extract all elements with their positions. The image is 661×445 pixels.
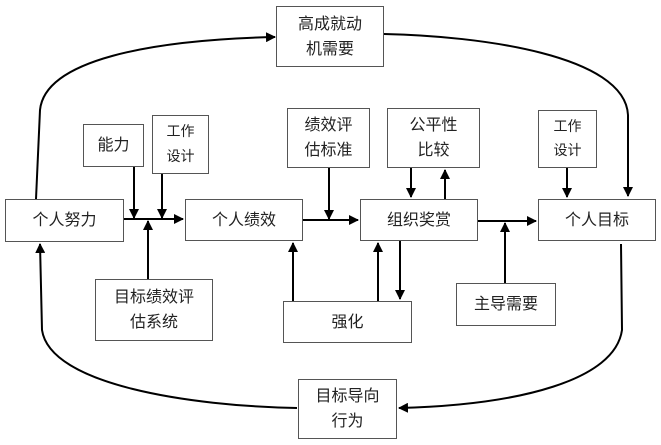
node-individual-goal: 个人目标 bbox=[538, 199, 656, 241]
node-individual-performance: 个人绩效 bbox=[185, 199, 303, 241]
node-label: 绩效评 估标准 bbox=[304, 115, 353, 159]
node-label: 强化 bbox=[331, 311, 364, 331]
node-goal-directed-behavior: 目标导向 行为 bbox=[298, 379, 397, 439]
node-dominant-need: 主导需要 bbox=[456, 283, 556, 326]
node-label: 个人目标 bbox=[564, 209, 629, 229]
node-ability: 能力 bbox=[83, 124, 144, 167]
edge-achievement-to-goal bbox=[383, 33, 633, 197]
node-label: 公平性 比较 bbox=[409, 115, 458, 159]
node-job-design-left: 工作 设计 bbox=[152, 115, 209, 174]
edge-effort-to-achievement bbox=[35, 32, 276, 200]
node-goal-performance-system: 目标绩效评 估系统 bbox=[95, 279, 213, 341]
node-performance-criteria: 绩效评 估标准 bbox=[287, 108, 370, 168]
node-reinforcement: 强化 bbox=[283, 301, 412, 343]
node-label: 个人绩效 bbox=[211, 209, 276, 229]
node-label: 个人努力 bbox=[32, 210, 97, 230]
node-label: 主导需要 bbox=[473, 294, 538, 314]
node-organizational-reward: 组织奖赏 bbox=[360, 199, 478, 241]
node-label: 组织奖赏 bbox=[386, 209, 451, 229]
node-label: 目标导向 行为 bbox=[315, 386, 380, 430]
node-label: 目标绩效评 估系统 bbox=[113, 287, 194, 331]
edge-behavior-to-effort bbox=[35, 243, 298, 409]
node-label: 工作 设计 bbox=[166, 124, 195, 165]
edge-goal-to-behavior bbox=[398, 243, 624, 413]
node-job-design-right: 工作 设计 bbox=[538, 110, 597, 168]
node-individual-effort: 个人努力 bbox=[5, 199, 124, 242]
node-label: 工作 设计 bbox=[553, 118, 582, 160]
node-equity-comparison: 公平性 比较 bbox=[387, 108, 480, 168]
node-label: 能力 bbox=[97, 135, 130, 155]
node-high-achievement-need: 高成就动 机需要 bbox=[276, 6, 384, 67]
node-label: 高成就动 机需要 bbox=[297, 13, 362, 58]
